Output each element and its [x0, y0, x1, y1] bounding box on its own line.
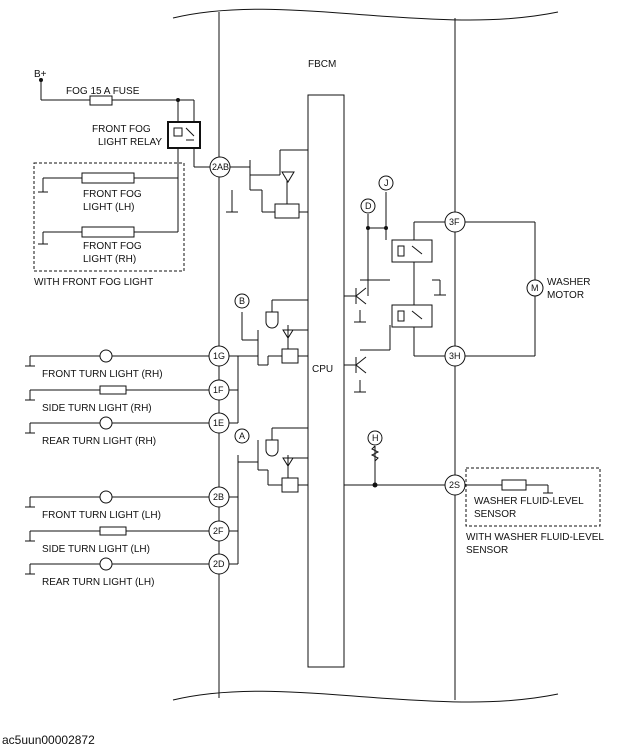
transistor-icon: [355, 287, 367, 305]
relay-contact-icon: [397, 245, 423, 257]
washer-label-1: WASHER: [547, 277, 591, 288]
rear-turn-lh-bulb-icon: [99, 557, 113, 571]
washer-label-2: MOTOR: [547, 290, 584, 301]
svg-text:2S: 2S: [449, 480, 460, 490]
rear-turn-rh-bulb-icon: [99, 416, 113, 430]
connector-pin-2ab: 2AB: [209, 156, 231, 178]
side-turn-rh-label: SIDE TURN LIGHT (RH): [42, 403, 152, 414]
cpu-block: [307, 94, 345, 668]
cpu-label: CPU: [312, 364, 333, 375]
relay-contact-icon: [397, 310, 423, 322]
connector-pin-1e: 1E: [208, 412, 230, 434]
junction-dot: [176, 98, 180, 102]
rear-turn-rh-label: REAR TURN LIGHT (RH): [42, 436, 156, 447]
washer-motor-symbol: [526, 279, 544, 297]
fog-rh-label-2: LIGHT (RH): [83, 254, 136, 265]
marker-j: J: [378, 175, 394, 191]
connector-pin-2d: 2D: [208, 553, 230, 575]
rear-turn-lh-label: REAR TURN LIGHT (LH): [42, 577, 154, 588]
connector-pin-3h: 3H: [444, 345, 466, 367]
fog-driver-resistor: [274, 203, 300, 219]
relay-coil-icon: [173, 127, 195, 141]
svg-text:1G: 1G: [213, 351, 225, 361]
connector-pin-2f: 2F: [208, 520, 230, 542]
front-turn-lh-bulb-icon: [99, 490, 113, 504]
module-label: FBCM: [308, 59, 336, 70]
svg-text:2F: 2F: [213, 526, 224, 536]
svg-text:1F: 1F: [213, 385, 224, 395]
marker-a: A: [234, 428, 250, 444]
svg-text:2D: 2D: [213, 559, 225, 569]
fog-lamp-lh-symbol: [81, 172, 135, 184]
svg-text:J: J: [384, 178, 389, 188]
fog-option-box: [33, 162, 185, 272]
fluid-sensor-label-1: WASHER FLUID-LEVEL: [474, 496, 584, 507]
relay-label-2: LIGHT RELAY: [98, 137, 162, 148]
washer-motor-letter: M: [531, 283, 539, 293]
fog-relay-symbol: [167, 121, 201, 149]
turn-lh-wiring: [30, 427, 445, 565]
figure-caption: ac5uun00002872: [2, 733, 95, 747]
fluid-option-label-2: SENSOR: [466, 545, 508, 556]
fog-driver-gate-icon: [281, 171, 295, 183]
side-turn-lh-lamp-icon: [99, 526, 127, 536]
front-turn-rh-bulb-icon: [99, 349, 113, 363]
turn-lh-resistor: [281, 477, 299, 493]
svg-text:D: D: [365, 201, 372, 211]
marker-d: D: [360, 198, 376, 214]
side-turn-lh-label: SIDE TURN LIGHT (LH): [42, 544, 150, 555]
marker-h: H: [367, 430, 383, 446]
junction-dot: [384, 226, 388, 230]
fog-lh-label-1: FRONT FOG: [83, 189, 142, 200]
connector-pin-2b: 2B: [208, 486, 230, 508]
fluid-option-box: [465, 467, 601, 527]
battery-label: B+: [34, 69, 47, 80]
svg-text:B: B: [239, 296, 245, 306]
connector-pin-3f: 3F: [444, 211, 466, 233]
fog-driver-circuit: [226, 149, 308, 213]
svg-text:2B: 2B: [213, 492, 224, 502]
fog-option-label: WITH FRONT FOG LIGHT: [34, 277, 153, 288]
junction-dot: [372, 482, 378, 488]
side-turn-rh-lamp-icon: [99, 385, 127, 395]
driver-gate-icon: [282, 329, 294, 339]
svg-text:1E: 1E: [213, 418, 224, 428]
driver-gate-icon: [282, 457, 294, 467]
and-gate-icon: [265, 311, 279, 329]
battery-terminal: [39, 78, 43, 82]
fog-rh-label-1: FRONT FOG: [83, 241, 142, 252]
fluid-sensor-switch-icon: [501, 479, 527, 491]
svg-text:H: H: [372, 433, 379, 443]
fuse-label: FOG 15 A FUSE: [66, 86, 140, 97]
marker-b: B: [234, 293, 250, 309]
fluid-option-label-1: WITH WASHER FLUID-LEVEL: [466, 532, 604, 543]
svg-text:A: A: [239, 431, 245, 441]
connector-pin-2s: 2S: [444, 474, 466, 496]
svg-text:2AB: 2AB: [212, 162, 229, 172]
relay-label-1: FRONT FOG: [92, 124, 151, 135]
fog-supply-wiring: [40, 80, 210, 180]
fluid-sensor-label-2: SENSOR: [474, 509, 516, 520]
fog-lh-label-2: LIGHT (LH): [83, 202, 135, 213]
svg-text:3H: 3H: [449, 351, 461, 361]
washer-wiring: [344, 192, 536, 393]
front-turn-lh-label: FRONT TURN LIGHT (LH): [42, 510, 161, 521]
fluid-sensor-wiring: [465, 484, 553, 494]
fuse-symbol: [89, 95, 113, 106]
connector-pin-1f: 1F: [208, 379, 230, 401]
fog-lamp-wiring: [38, 177, 179, 245]
and-gate-icon: [265, 439, 279, 457]
front-turn-rh-label: FRONT TURN LIGHT (RH): [42, 369, 163, 380]
fog-lamp-rh-symbol: [81, 226, 135, 238]
transistor-icon: [355, 356, 367, 374]
turn-rh-resistor: [281, 348, 299, 364]
connector-pin-1g: 1G: [208, 345, 230, 367]
svg-text:3F: 3F: [449, 217, 460, 227]
junction-dot: [366, 226, 370, 230]
pullup-resistor-icon: [370, 445, 380, 462]
